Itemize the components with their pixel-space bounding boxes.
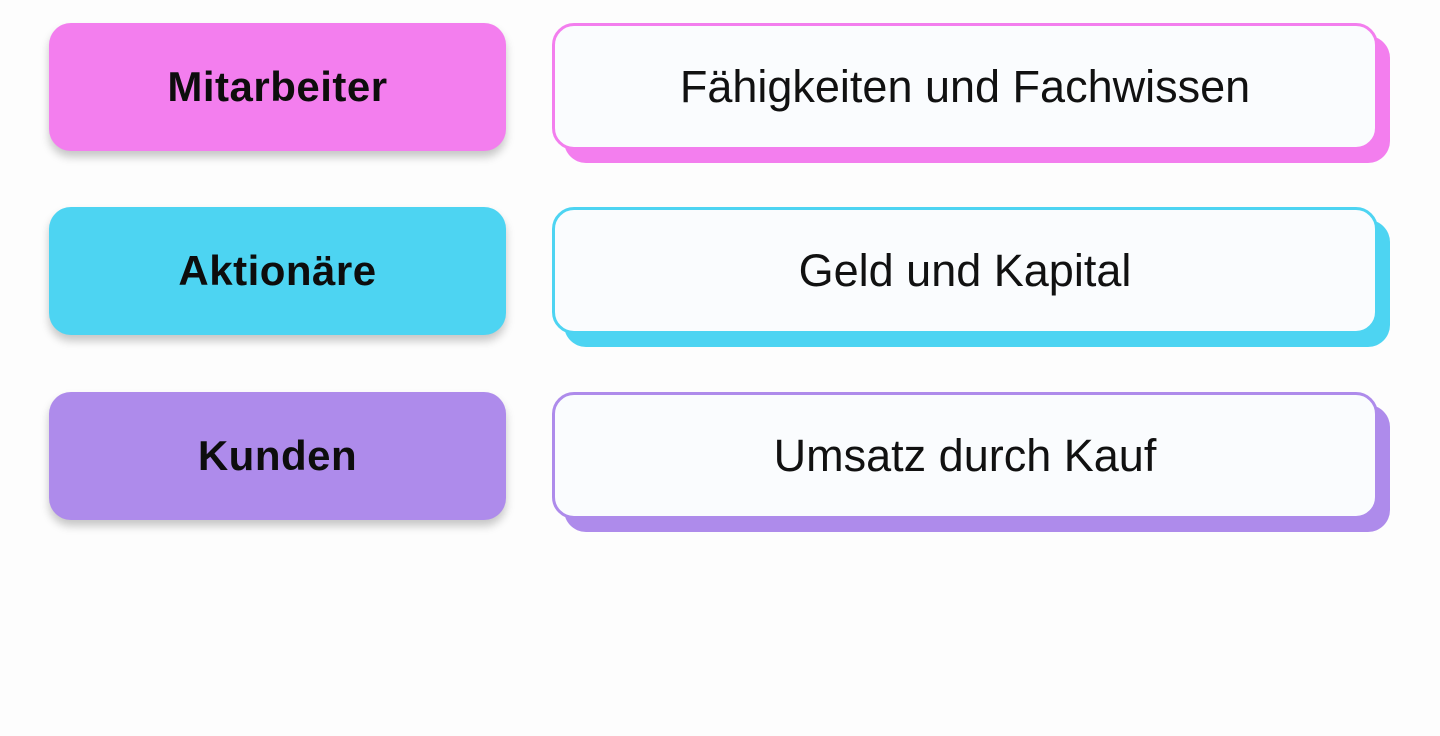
contribution-card-aktionaere[interactable]: Geld und Kapital [552,207,1378,334]
stakeholder-box-kunden[interactable]: Kunden [49,392,506,520]
stakeholder-label: Aktionäre [178,247,377,294]
contribution-label: Umsatz durch Kauf [773,429,1157,481]
stakeholder-box-aktionaere[interactable]: Aktionäre [49,207,506,335]
stakeholder-box-mitarbeiter[interactable]: Mitarbeiter [49,23,506,151]
contribution-label: Fähigkeiten und Fachwissen [679,60,1251,112]
contribution-label: Geld und Kapital [798,244,1132,296]
stakeholder-label: Mitarbeiter [167,63,388,110]
contribution-card-mitarbeiter[interactable]: Fähigkeiten und Fachwissen [552,23,1378,150]
contribution-card-kunden[interactable]: Umsatz durch Kauf [552,392,1378,519]
stakeholder-label: Kunden [197,432,358,479]
